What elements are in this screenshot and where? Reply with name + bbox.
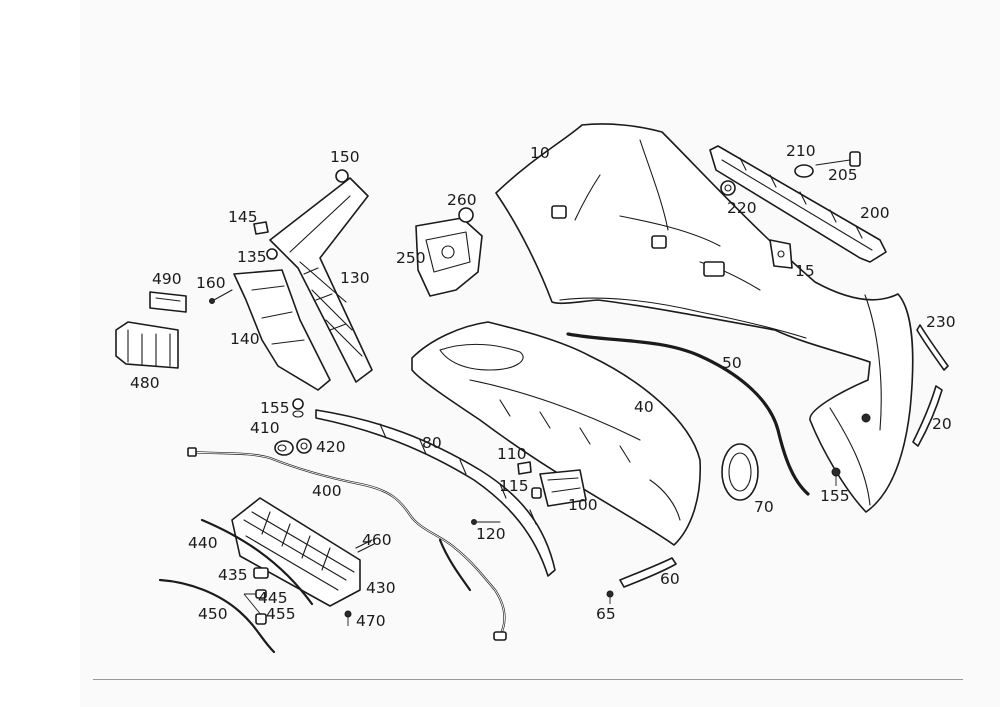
callout-155-lower: 155 (820, 487, 850, 505)
callout-400: 400 (312, 482, 342, 500)
part-200-carrier (709, 145, 887, 263)
callout-60: 60 (660, 570, 680, 588)
callout-50: 50 (722, 354, 742, 372)
part-115-screw (531, 487, 542, 499)
part-435-clip (253, 567, 269, 579)
part-440-rod (200, 518, 314, 606)
callout-260: 260 (447, 191, 477, 209)
part-205-bolt (815, 151, 861, 167)
callout-40: 40 (634, 398, 654, 416)
part-430-grille (231, 497, 361, 607)
part-80-strip (315, 409, 556, 577)
callout-130: 130 (340, 269, 370, 287)
part-420-ring (296, 438, 312, 454)
callout-160: 160 (196, 274, 226, 292)
callout-210: 210 (786, 142, 816, 160)
part-220-grommet (720, 180, 736, 196)
callout-460: 460 (362, 531, 392, 549)
callout-430: 430 (366, 579, 396, 597)
part-470-screw (344, 610, 352, 626)
footer-rule (93, 679, 963, 680)
callout-230: 230 (926, 313, 956, 331)
part-490-cover (149, 291, 187, 313)
part-410-sensor (274, 440, 294, 456)
callout-10: 10 (530, 144, 550, 162)
callout-440: 440 (188, 534, 218, 552)
part-260-cap (458, 207, 474, 223)
part-145-clip (253, 221, 269, 235)
callout-250: 250 (396, 249, 426, 267)
part-120-screw (471, 519, 501, 525)
part-155-fastener-upper (292, 398, 304, 418)
callout-455: 455 (266, 605, 296, 623)
callout-100: 100 (568, 496, 598, 514)
callout-65: 65 (596, 605, 616, 623)
callout-20: 20 (932, 415, 952, 433)
part-445-clip (243, 589, 267, 617)
callout-155-upper: 155 (260, 399, 290, 417)
callout-435: 435 (218, 566, 248, 584)
callout-480: 480 (130, 374, 160, 392)
part-15-bracket (769, 239, 793, 269)
callout-410: 410 (250, 419, 280, 437)
part-250-housing (415, 217, 483, 297)
callout-470: 470 (356, 612, 386, 630)
callout-145: 145 (228, 208, 258, 226)
part-400-harness (187, 447, 507, 641)
part-140-bracket (233, 269, 331, 391)
part-460-spring (355, 539, 375, 553)
callout-420: 420 (316, 438, 346, 456)
callout-135: 135 (237, 248, 267, 266)
part-65-clip (606, 590, 614, 604)
callout-445: 445 (258, 589, 288, 607)
part-20-trim (912, 385, 943, 447)
part-70-ring (721, 443, 759, 501)
callout-450: 450 (198, 605, 228, 623)
callout-115: 115 (499, 477, 529, 495)
part-50-trim-strip (566, 332, 810, 496)
part-230-trim (916, 324, 949, 371)
callout-490: 490 (152, 270, 182, 288)
part-60-lower-trim (619, 557, 677, 588)
part-40-lower-bumper (411, 321, 701, 546)
callout-70: 70 (754, 498, 774, 516)
part-10-bumper-cover (495, 123, 914, 513)
part-130-bracket (269, 177, 373, 383)
part-480-module (115, 321, 179, 369)
part-150-plug (335, 169, 349, 183)
callout-205: 205 (828, 166, 858, 184)
callout-120: 120 (476, 525, 506, 543)
callout-15: 15 (795, 262, 815, 280)
part-455-clip (255, 613, 267, 625)
callout-80: 80 (422, 434, 442, 452)
part-135-nut (266, 248, 278, 260)
part-210-washer (794, 164, 814, 178)
callout-200: 200 (860, 204, 890, 222)
callout-140: 140 (230, 330, 260, 348)
part-160-pin (209, 289, 233, 304)
part-450-wire (158, 578, 276, 654)
part-100-bracket (539, 469, 587, 507)
callout-110: 110 (497, 445, 527, 463)
part-155-fastener-lower (831, 467, 841, 486)
callout-220: 220 (727, 199, 757, 217)
callout-labels: 10 15 20 40 50 60 65 70 80 100 110 115 1… (130, 142, 956, 630)
callout-150: 150 (330, 148, 360, 166)
part-110-clip (517, 461, 532, 475)
